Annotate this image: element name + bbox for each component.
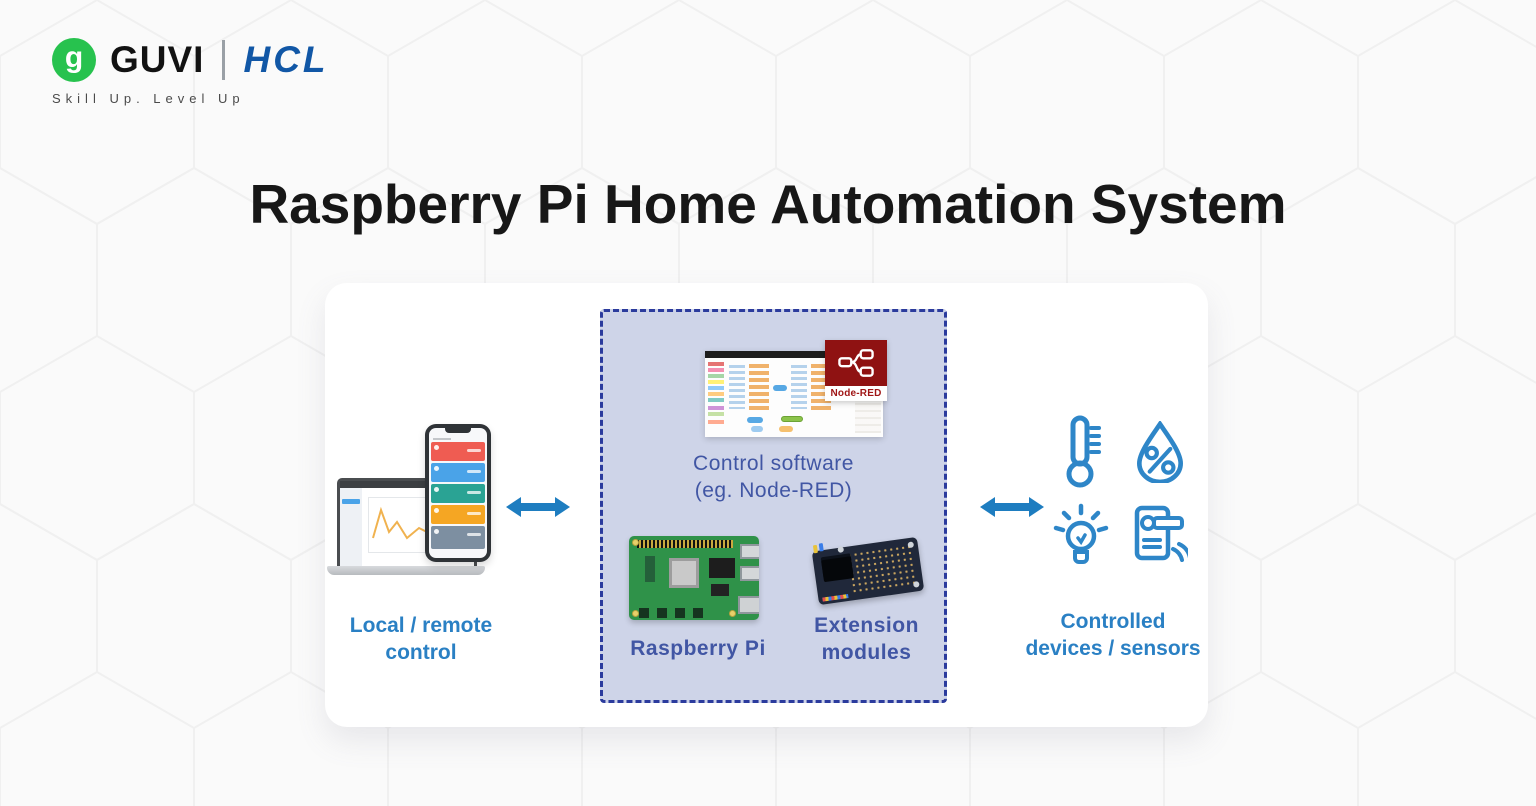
ext-header-block <box>821 556 854 583</box>
control-software-label: Control software (eg. Node-RED) <box>603 450 944 504</box>
nodered-node <box>747 417 763 423</box>
tile-value <box>467 512 481 515</box>
tile-icon <box>434 529 439 534</box>
phone-tile-humidity <box>431 463 485 482</box>
nodered-window-titlebar <box>705 351 883 358</box>
pi-mount-hole <box>632 539 639 546</box>
tile-value <box>467 533 481 536</box>
nodered-logo-icon <box>825 340 887 386</box>
local-remote-label-line1: Local / remote <box>349 614 493 637</box>
phone-header-text <box>433 438 451 440</box>
nodered-logo: Node-RED <box>825 340 887 401</box>
right-double-arrow-icon <box>980 497 1044 517</box>
tile-icon <box>434 445 439 450</box>
laptop-base <box>327 566 485 575</box>
pi-usb-port <box>740 544 759 559</box>
phone-dashboard-tiles <box>429 441 487 550</box>
pi-bottom-connectors <box>639 608 709 618</box>
phone-tile-status <box>431 526 485 549</box>
ext-color-strip <box>822 594 849 602</box>
pi-ethernet-port <box>738 596 759 614</box>
laptop-titlebar <box>340 481 474 488</box>
nodered-palette <box>708 362 724 432</box>
phone-tile-temperature <box>431 442 485 461</box>
controlled-devices-label: Controlled devices / sensors <box>1013 608 1213 662</box>
pi-camera-port <box>645 556 655 582</box>
guvi-logo-icon: g <box>52 38 96 82</box>
pi-ram-chip <box>709 558 735 578</box>
devices-icon-grid <box>1048 415 1192 571</box>
diagram-card: Local / remote control <box>325 283 1208 727</box>
page-title: Raspberry Pi Home Automation System <box>249 173 1287 235</box>
phone-header <box>429 428 487 441</box>
thermometer-icon <box>1066 415 1101 488</box>
door-lock-icon <box>1134 505 1188 562</box>
raspberry-pi-label: Raspberry Pi <box>630 637 766 660</box>
nodered-flow-nodes <box>749 364 769 410</box>
local-remote-label-line2: control <box>385 641 457 664</box>
ext-pin <box>812 544 818 554</box>
controller-box: Node-RED Control software (eg. Node-RED) <box>600 309 947 703</box>
brand-divider <box>222 40 226 80</box>
nodered-node <box>773 385 787 391</box>
pi-chip <box>711 584 729 596</box>
phone-screen <box>429 428 487 558</box>
nodered-logo-label: Node-RED <box>825 386 887 401</box>
controlled-devices-line2: devices / sensors <box>1025 637 1201 660</box>
nodered-node <box>781 416 803 422</box>
extension-modules-line2: modules <box>821 641 912 664</box>
tile-value <box>467 491 481 494</box>
ext-pin <box>818 543 824 552</box>
pi-soc-chip <box>669 558 699 588</box>
laptop-sidebar <box>340 488 362 566</box>
brand-hcl-text: HCL <box>243 39 329 80</box>
guvi-logo-glyph: g <box>64 41 84 74</box>
nodered-node <box>779 426 793 432</box>
ext-mount-hole <box>837 546 845 553</box>
brand-guvi-text: GUVI <box>110 39 205 80</box>
tile-icon <box>434 466 439 471</box>
nodered-flow-labels <box>791 365 807 409</box>
pi-usb-port <box>740 566 759 581</box>
extension-modules-line1: Extension <box>814 614 919 637</box>
nodered-node <box>751 426 763 432</box>
pi-mount-hole <box>632 610 639 617</box>
pi-gpio-header <box>637 540 733 548</box>
phone-tile-energy <box>431 505 485 524</box>
brand-tagline: Skill Up. Level Up <box>52 91 245 106</box>
ext-mount-hole <box>912 581 920 588</box>
brand-header: g GUVI HCL Skill Up. Level Up <box>52 38 329 106</box>
tile-value <box>467 470 481 473</box>
ext-hole-grid <box>846 543 919 595</box>
phone-tile-weather <box>431 484 485 503</box>
nodered-flow-glyph <box>838 349 874 377</box>
controlled-devices-line1: Controlled <box>1060 610 1166 633</box>
phone-graphic <box>425 424 491 562</box>
humidity-percent-icon <box>1136 421 1183 483</box>
left-double-arrow-icon <box>506 497 570 517</box>
pi-mount-hole <box>729 610 736 617</box>
nodered-flow-labels <box>729 365 745 409</box>
extension-modules-label: Extension modules <box>783 612 950 666</box>
tile-icon <box>434 487 439 492</box>
tile-icon <box>434 508 439 513</box>
extension-module-image <box>811 536 925 606</box>
laptop-phone-image <box>327 418 499 580</box>
lightbulb-icon <box>1053 503 1108 564</box>
control-software-line2: (eg. Node-RED) <box>694 479 853 502</box>
raspberry-pi-image <box>629 536 759 620</box>
tile-value <box>467 449 481 452</box>
phone-notch <box>445 428 471 433</box>
local-remote-label: Local / remote control <box>321 612 521 666</box>
control-software-line1: Control software <box>693 452 854 475</box>
laptop-sidebar-selected <box>342 499 360 504</box>
